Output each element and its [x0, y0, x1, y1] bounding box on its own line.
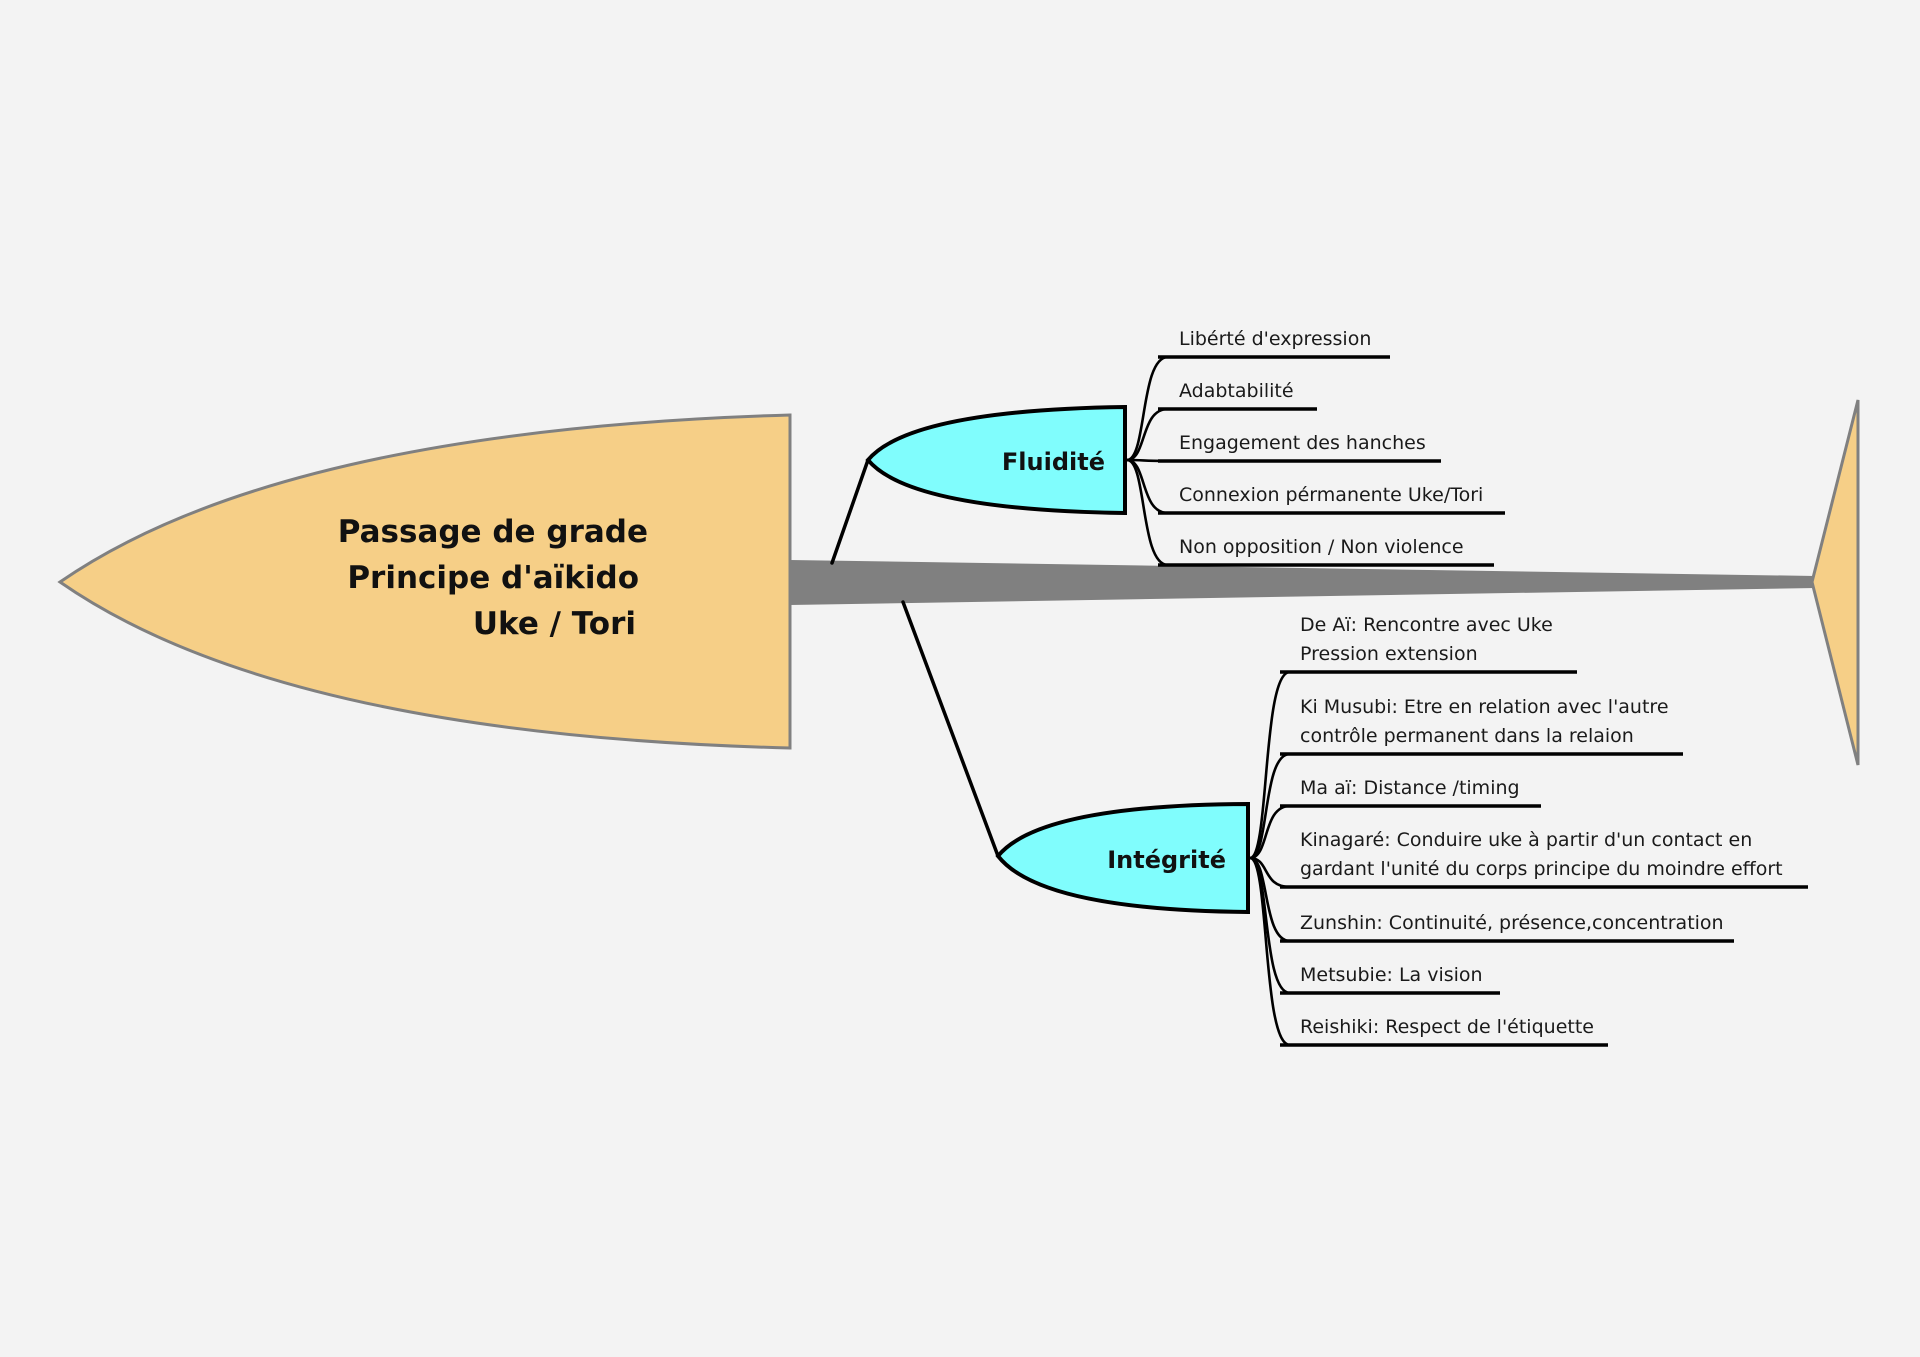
connector-integrite — [901, 600, 1000, 858]
leaf-item-text[interactable]: gardant l'unité du corps principe du moi… — [1300, 858, 1783, 880]
leaf-item-text[interactable]: Adabtabilité — [1179, 380, 1294, 402]
leaf-connector — [1126, 458, 1169, 515]
leaf-item-text[interactable]: Metsubie: La vision — [1300, 964, 1483, 986]
leaf-connector — [1126, 355, 1169, 462]
leaf-item-text[interactable]: Connexion pérmanente Uke/Tori — [1179, 484, 1483, 506]
central-spine — [790, 560, 1815, 605]
leaf-item-text[interactable]: Pression extension — [1300, 643, 1478, 665]
leaf-item-text[interactable]: De Aï: Rencontre avec Uke — [1300, 614, 1553, 636]
central-title-line-3: Uke / Tori — [473, 606, 636, 642]
leaf-connector — [1249, 752, 1291, 860]
branch-node-integrite[interactable] — [995, 801, 1250, 915]
right-edge-node[interactable] — [1810, 399, 1860, 766]
leaf-item-text[interactable]: Zunshin: Continuité, présence,concentrat… — [1300, 912, 1724, 934]
leaf-item-text[interactable]: Ma aï: Distance /timing — [1300, 777, 1520, 799]
leaf-item-text[interactable]: Libérté d'expression — [1179, 328, 1371, 350]
leaf-item-text[interactable]: Engagement des hanches — [1179, 432, 1426, 454]
branch-node-fluidite[interactable] — [865, 404, 1127, 516]
leaf-item-text[interactable]: Non opposition / Non violence — [1179, 536, 1464, 558]
central-title-line-2: Principe d'aïkido — [347, 560, 639, 596]
leaf-item-text[interactable]: contrôle permanent dans la relaion — [1300, 725, 1634, 747]
leaf-connector — [1249, 670, 1291, 860]
leaf-connector — [1126, 407, 1169, 462]
leaf-item-text[interactable]: Reishiki: Respect de l'étiquette — [1300, 1016, 1594, 1038]
central-title-line-1: Passage de grade — [338, 514, 648, 550]
leaf-item-text[interactable]: Ki Musubi: Etre en relation avec l'autre — [1300, 696, 1669, 718]
central-node[interactable] — [57, 413, 792, 750]
fluidite-leaves: Libérté d'expressionAdabtabilitéEngageme… — [1126, 328, 1505, 567]
branch-label-integrite: Intégrité — [1107, 846, 1226, 874]
leaf-item-text[interactable]: Kinagaré: Conduire uke à partir d'un con… — [1300, 829, 1752, 851]
leaf-connector — [1249, 856, 1291, 1047]
leaf-connector — [1126, 458, 1169, 567]
connector-fluidite — [830, 458, 870, 565]
branch-label-fluidite: Fluidité — [1002, 448, 1105, 476]
leaf-connector — [1249, 804, 1291, 860]
leaf-connector — [1249, 856, 1291, 943]
